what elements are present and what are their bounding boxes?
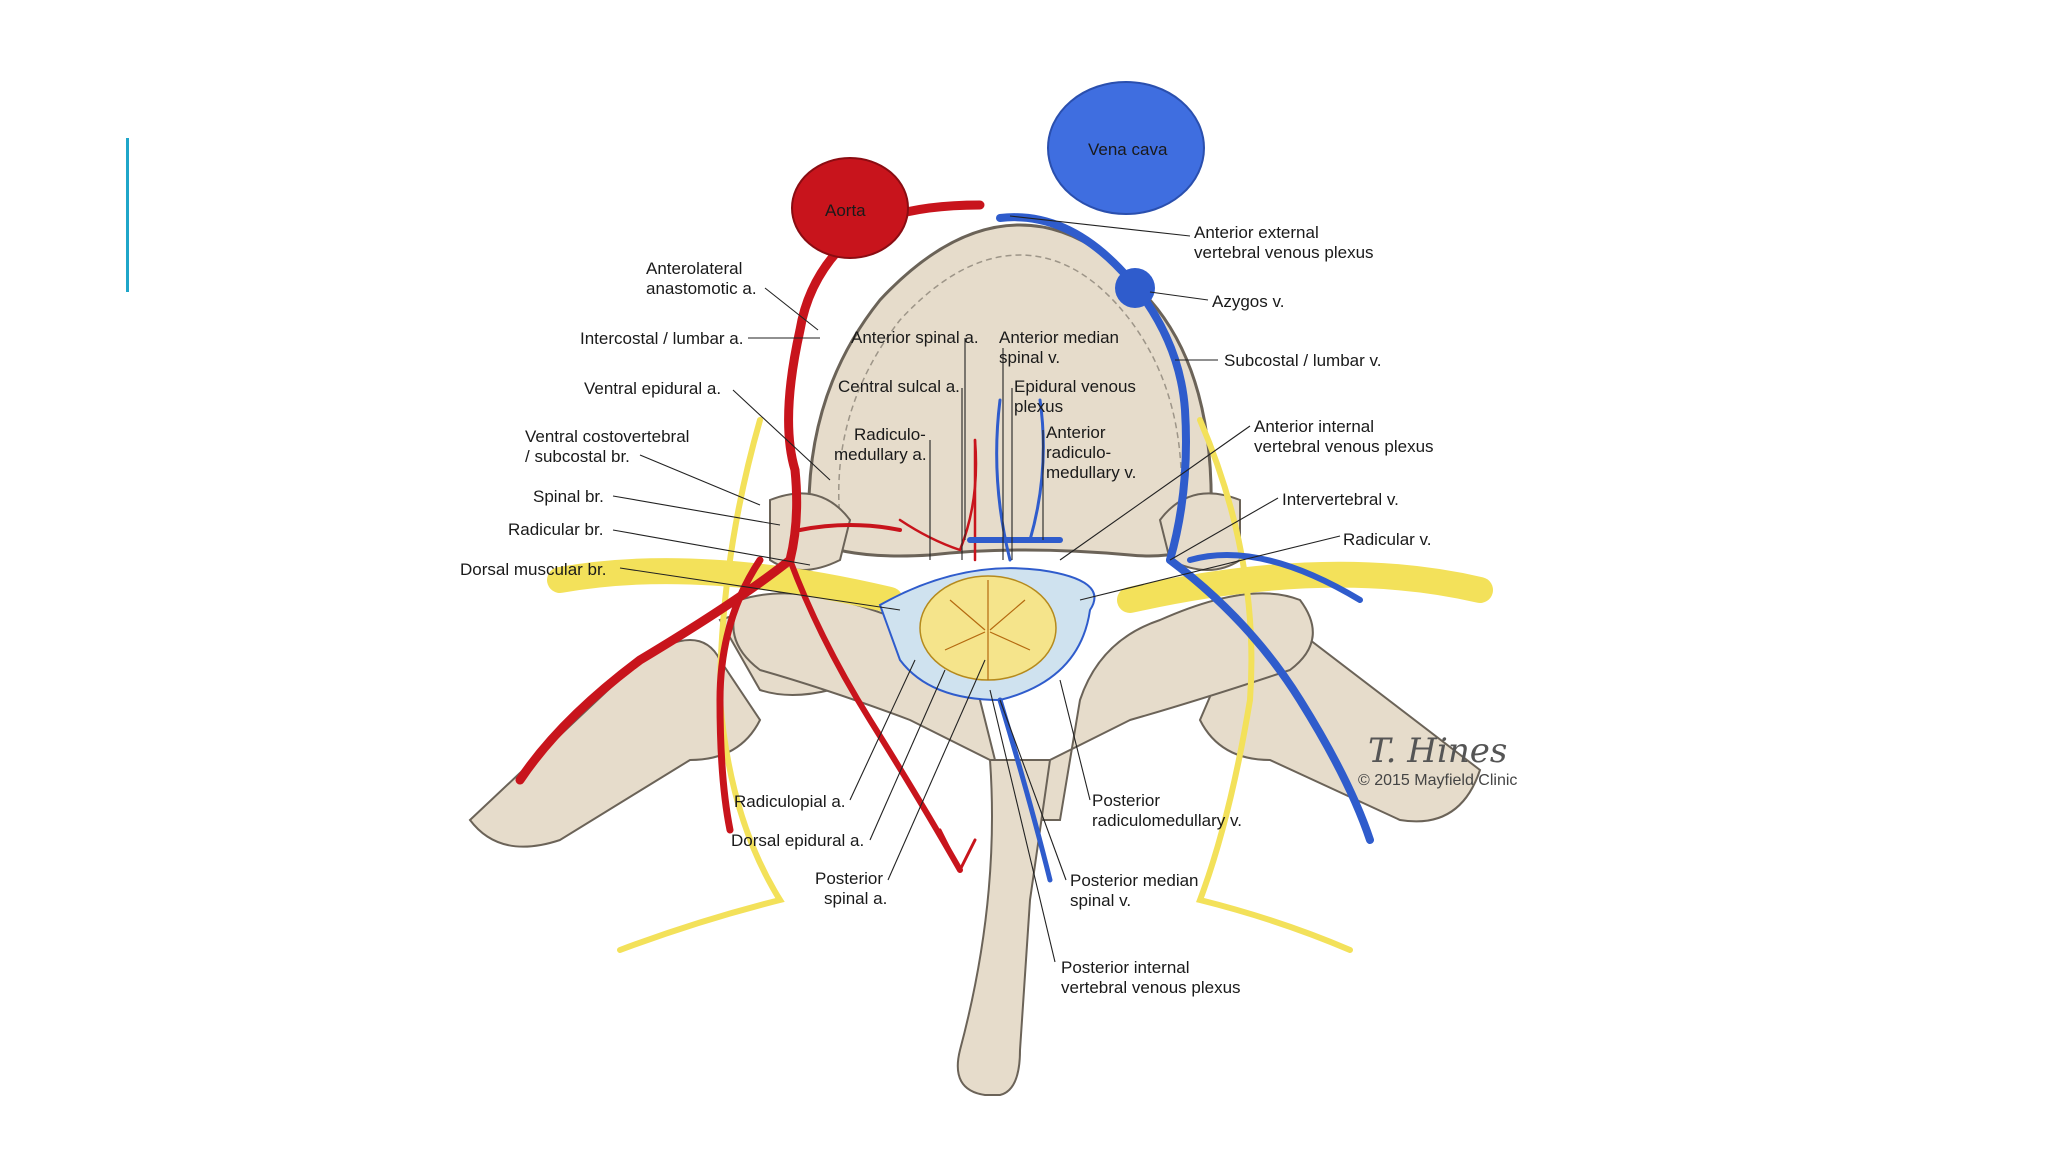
label-post-spinal-2: spinal a.: [824, 889, 887, 908]
label-post-median-1: Posterior median: [1070, 871, 1199, 890]
label-ventral-costo-2: / subcostal br.: [525, 447, 630, 466]
label-epidural-venous-1: Epidural venous: [1014, 377, 1136, 396]
label-intervertebral: Intervertebral v.: [1282, 490, 1399, 509]
label-ventral-epidural: Ventral epidural a.: [584, 379, 721, 398]
label-ant-int-2: vertebral venous plexus: [1254, 437, 1434, 456]
artist-signature: T. Hines: [1368, 731, 1507, 771]
label-intercostal: Intercostal / lumbar a.: [580, 329, 743, 348]
spinous-process: [956, 759, 1052, 1096]
label-spinal-br: Spinal br.: [533, 487, 604, 506]
label-ant-ext-2: vertebral venous plexus: [1194, 243, 1374, 262]
cord-vessels: [944, 580, 1031, 680]
label-radicular-br: Radicular br.: [508, 520, 603, 539]
label-epidural-venous-2: plexus: [1014, 397, 1063, 416]
label-post-int-1: Posterior internal: [1061, 958, 1190, 977]
label-radiculo-med-1: Radiculo-: [854, 425, 926, 444]
label-ventral-costo-1: Ventral costovertebral: [525, 427, 689, 446]
label-anterior-median-2: spinal v.: [999, 348, 1060, 367]
label-ant-rad-v-3: medullary v.: [1046, 463, 1136, 482]
label-dorsal-epidural: Dorsal epidural a.: [731, 831, 864, 850]
slide-accent-bar: [126, 138, 129, 292]
label-radicular-v: Radicular v.: [1343, 530, 1432, 549]
copyright-text: © 2015 Mayfield Clinic: [1358, 772, 1517, 789]
label-subcostal: Subcostal / lumbar v.: [1224, 351, 1381, 370]
label-central-sulcal: Central sulcal a.: [838, 377, 960, 396]
vena-cava: [1047, 81, 1205, 215]
azygos-vein: [1115, 268, 1155, 308]
label-anterolateral-2: anastomotic a.: [646, 279, 757, 298]
vena-cava-label: Vena cava: [1088, 140, 1168, 159]
labels: Anterolateral anastomotic a. Intercostal…: [460, 223, 1434, 997]
label-azygos: Azygos v.: [1212, 292, 1284, 311]
leader-lines: [612, 215, 1341, 963]
label-post-rad-v-1: Posterior: [1092, 791, 1160, 810]
label-radiculo-med-2: medullary a.: [834, 445, 927, 464]
label-post-median-2: spinal v.: [1070, 891, 1131, 910]
label-radiculopial: Radiculopial a.: [734, 792, 846, 811]
label-anterolateral-1: Anterolateral: [646, 259, 742, 278]
label-anterior-spinal: Anterior spinal a.: [851, 328, 979, 347]
label-ant-rad-v-2: radiculo-: [1046, 443, 1111, 462]
label-post-spinal-1: Posterior: [815, 869, 883, 888]
label-post-rad-v-2: radiculomedullary v.: [1092, 811, 1242, 830]
label-dorsal-muscular: Dorsal muscular br.: [460, 560, 606, 579]
label-ant-ext-1: Anterior external: [1194, 223, 1319, 242]
label-anterior-median-1: Anterior median: [999, 328, 1119, 347]
label-ant-rad-v-1: Anterior: [1046, 423, 1106, 442]
label-ant-int-1: Anterior internal: [1254, 417, 1374, 436]
label-post-int-2: vertebral venous plexus: [1061, 978, 1241, 997]
aorta-label: Aorta: [825, 201, 866, 220]
vertebral-body-inner-outline: [838, 254, 1183, 521]
aorta: [791, 157, 909, 259]
veins: [967, 213, 1374, 883]
